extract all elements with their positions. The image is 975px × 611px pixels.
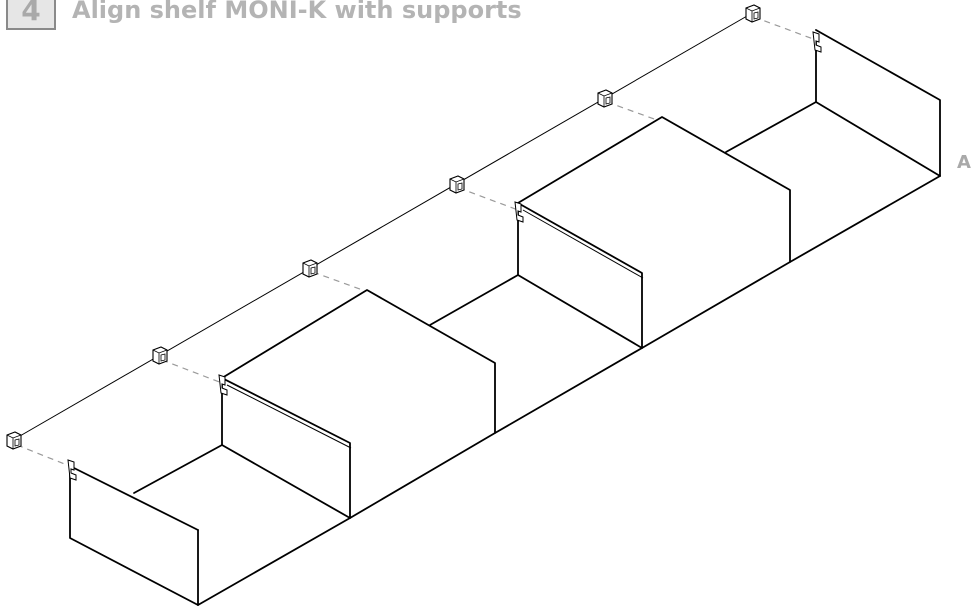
alignment-guide [458,187,519,211]
shelf-module-2-top [222,290,495,445]
alignment-guides [16,16,817,468]
shelf-moni-k [69,29,941,606]
support-rail-line [12,11,755,441]
shelf-hook-icon [514,201,524,223]
shelf-module-4-outline [815,29,941,177]
alignment-guide [753,16,817,41]
shelf-module-3-top [518,117,790,275]
shelf-hooks [67,31,822,481]
step-number-badge: 4 [6,0,56,30]
alignment-guide [161,359,223,384]
shelf-module-3-back-floor [725,101,817,153]
shelf-hook-icon [218,374,228,396]
shelf-module-1-face [70,445,350,605]
shelf-hook-icon [67,459,77,481]
shelf-module-1-bottom-front [197,517,351,606]
wall-bracket-icon [6,431,22,450]
shelf-module-4-bottom-front [789,175,941,263]
step-title: Align shelf MONI-K with supports [72,0,522,24]
shelf-module-2-top-fold [226,384,352,449]
callout-label: A [957,152,971,173]
wall-bracket-icon [745,4,761,23]
wall-brackets [6,4,761,450]
shelf-hook-icon [812,31,822,53]
wall-bracket-icon [152,346,168,365]
shelf-module-1-bottom-rear [133,444,223,494]
shelf-module-1-back [69,461,199,606]
shelf-module-2-floor [517,274,643,349]
wall-bracket-icon [449,175,465,194]
step-header: 4 Align shelf MONI-K with supports [6,0,522,32]
shelf-module-2-back-floor [429,274,519,326]
shelf-module-1-floor-line [221,444,351,519]
shelf-module-1-bottom [69,465,199,531]
alignment-guide [312,271,369,293]
wall-bracket-icon [302,259,318,278]
shelf-module-2-bottom-front [494,347,643,434]
shelf-module-3-top-fold [522,209,644,279]
alignment-guide [16,444,73,468]
wall-bracket-icon [597,89,613,108]
